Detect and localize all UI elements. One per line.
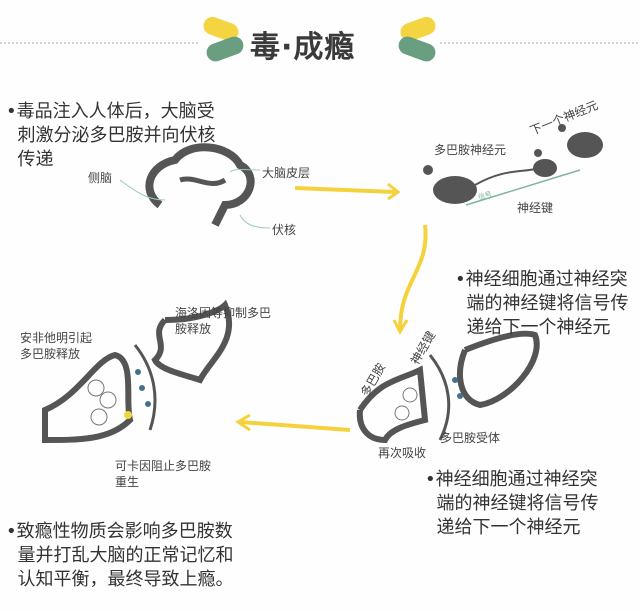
vesicles — [87, 379, 418, 426]
receptors — [124, 369, 463, 419]
label-heroin: 海洛因等抑制多巴 胺释放 — [175, 306, 272, 336]
brain-icon — [145, 143, 255, 227]
neuron-icons — [423, 124, 603, 204]
step1-text: •毒品注入人体后，大脑受 刺激分泌多巴胺并向伏核 传递 — [6, 101, 216, 170]
label-receptor: 多巴胺受体 — [440, 431, 501, 445]
label-synapse: 神经键 — [517, 201, 554, 215]
step3-text: •神经细胞通过神经突 端的神经键将信号传 递给下一个神经元 — [425, 469, 599, 538]
label-dopamine-neuron: 多巴胺神经元 — [434, 143, 507, 157]
signal-arrow — [465, 169, 581, 206]
page-title: 毒·成瘾 — [250, 30, 356, 65]
flow-arrows — [235, 182, 428, 432]
step4-text: •致瘾性物质会影响多巴胺数 量并打乱大脑的正常记忆和 认知平衡，最终导致上瘾。 — [6, 521, 234, 590]
step2-text: •神经细胞通过神经突 端的神经键将信号传 递给下一个神经元 — [455, 269, 629, 338]
label-cocaine: 可卡因阻止多巴胺 重生 — [115, 459, 212, 489]
synapse-left — [42, 299, 233, 444]
label-nucleus: 伏核 — [272, 223, 297, 237]
label-reuptake: 再次吸收 — [378, 446, 427, 460]
label-cortex: 大脑皮层 — [262, 166, 311, 180]
label-side-brain: 侧脑 — [88, 171, 113, 185]
pill-icon-right — [398, 16, 436, 62]
pointer-lines — [119, 169, 271, 229]
synapse-mid — [356, 330, 540, 444]
label-amphetamine: 安非他明引起 多巴胺释放 — [20, 331, 93, 361]
pill-icon-left — [203, 16, 244, 62]
